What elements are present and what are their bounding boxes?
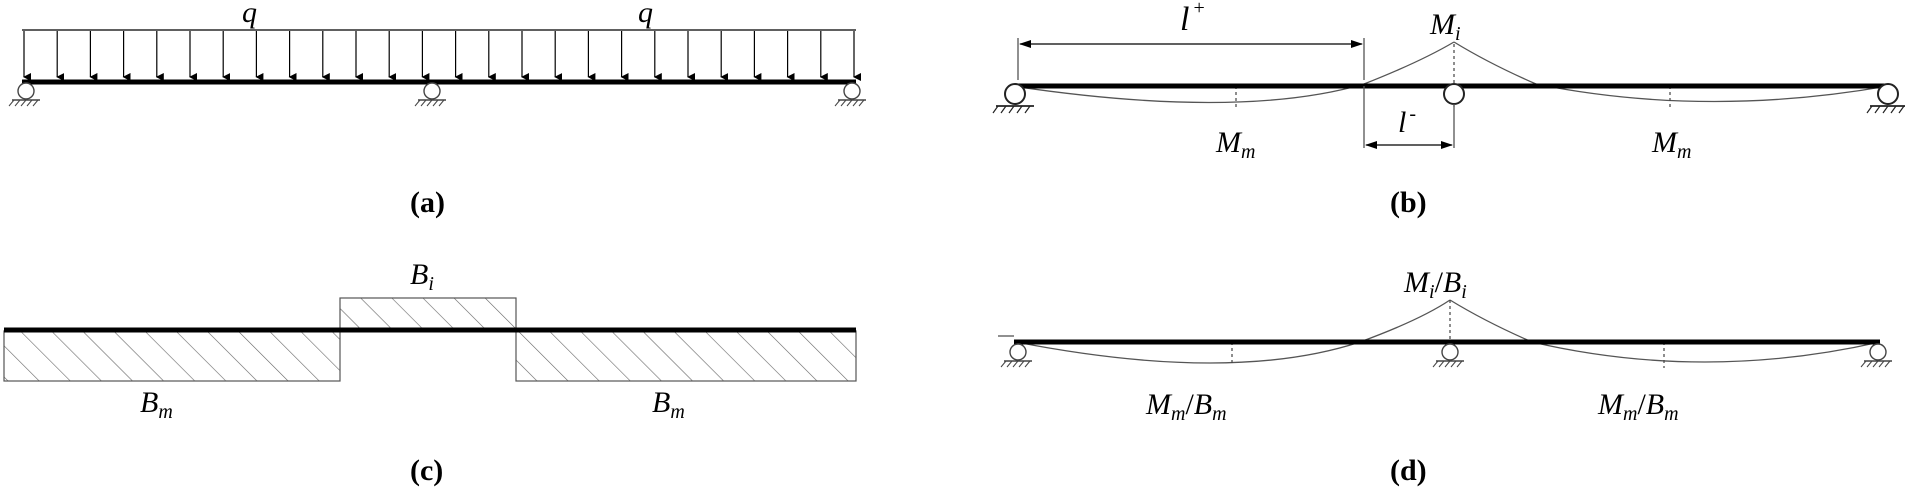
moment-curve-right-hogging	[1453, 41, 1537, 85]
stiffness-block-support	[339, 297, 517, 330]
stiffness-block-left	[3, 330, 341, 382]
panel-b: l+ l- Mi Mm Mm (b)	[992, 0, 1905, 219]
label-support-stiffness: Bi	[410, 258, 434, 295]
stiffness-block-right	[515, 330, 857, 382]
curvature-curve-right	[1531, 341, 1881, 363]
panel-d: Mi/Bi Mm/Bm Mm/Bm (d)	[998, 266, 1893, 487]
caption-d: (d)	[1390, 454, 1427, 487]
support-left-a	[8, 82, 41, 107]
curvature-curve-left-hogging	[1359, 299, 1451, 343]
support-middle-b	[1443, 83, 1465, 105]
panel-c: Bi Bm Bm (c)	[3, 258, 857, 487]
moment-curve-left	[1011, 83, 1365, 104]
label-support-moment: Mi	[1429, 8, 1461, 45]
label-span-stiffness-left: Bm	[140, 386, 173, 423]
curvature-curve-right-hogging	[1449, 299, 1533, 343]
label-span-stiffness-right: Bm	[652, 386, 685, 423]
support-right-d	[1860, 343, 1893, 368]
label-negative-span: l-	[1398, 103, 1416, 139]
label-positive-span: l+	[1180, 0, 1205, 38]
label-span-moment-left: Mm	[1215, 126, 1255, 163]
curvature-curve-left	[1015, 341, 1361, 364]
load-label-left: q	[242, 0, 257, 29]
caption-c: (c)	[410, 454, 443, 487]
label-support-curvature: Mi/Bi	[1403, 266, 1467, 303]
moment-curve-left-hogging	[1363, 41, 1455, 85]
moment-curve-right	[1535, 83, 1889, 103]
label-span-curvature-left: Mm/Bm	[1145, 388, 1227, 425]
caption-b: (b)	[1390, 186, 1427, 219]
label-span-moment-right: Mm	[1651, 126, 1691, 163]
distributed-load-arrows	[23, 31, 861, 81]
support-middle-a	[414, 82, 447, 107]
support-left-d	[1000, 343, 1033, 368]
support-right-b	[1877, 83, 1899, 105]
support-middle-d	[1432, 343, 1465, 368]
support-right-a	[834, 82, 867, 107]
load-label-right: q	[638, 0, 653, 29]
caption-a: (a)	[410, 186, 445, 219]
support-left-b	[1004, 83, 1026, 105]
label-span-curvature-right: Mm/Bm	[1597, 388, 1679, 425]
panel-a: q q (a)	[8, 0, 867, 219]
